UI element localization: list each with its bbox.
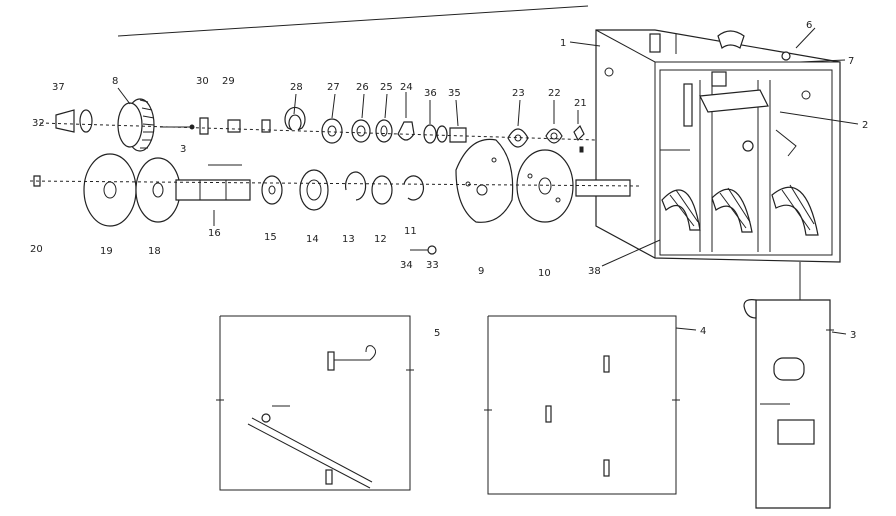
callout-37: 37: [52, 82, 65, 93]
callout-9: 9: [478, 266, 484, 277]
callout-5: 5: [434, 328, 440, 339]
callout-8: 8: [112, 76, 118, 87]
callout-28: 28: [290, 82, 303, 93]
callout-6: 6: [806, 20, 812, 31]
callout-16: 16: [208, 228, 221, 239]
callout-30: 30: [196, 76, 209, 87]
callout-12: 12: [374, 234, 387, 245]
callout-32: 32: [32, 118, 45, 129]
callout-33: 33: [426, 260, 439, 271]
callout-4: 4: [700, 326, 706, 337]
callout-24: 24: [400, 82, 413, 93]
cover-plate-4: [484, 315, 680, 495]
callout-7: 7: [848, 56, 854, 67]
callout-27: 27: [327, 82, 340, 93]
lower-shaft-row: [33, 138, 631, 255]
callout-labels: 1 6 7 2 37 8 30 29 28 27 26 25 24 36 35 …: [30, 20, 868, 341]
callout-3a: 3: [180, 144, 186, 155]
upper-shaft-row: [55, 98, 585, 153]
callout-25: 25: [380, 82, 393, 93]
callout-35: 35: [448, 88, 461, 99]
leader-lines: [117, 27, 859, 335]
callout-10: 10: [538, 268, 551, 279]
callout-38: 38: [588, 266, 601, 277]
callout-2: 2: [862, 120, 868, 131]
callout-14: 14: [306, 234, 319, 245]
callout-15: 15: [264, 232, 277, 243]
header-rule: [117, 5, 589, 37]
callout-22: 22: [548, 88, 561, 99]
callout-19: 19: [100, 246, 113, 257]
callout-1: 1: [560, 38, 566, 49]
callout-20: 20: [30, 244, 43, 255]
cover-plate-5: [216, 315, 414, 491]
bracket-3: [743, 299, 834, 509]
callout-11: 11: [404, 226, 417, 237]
callout-36: 36: [424, 88, 437, 99]
callout-34: 34: [400, 260, 413, 271]
callout-21: 21: [574, 98, 587, 109]
callout-23: 23: [512, 88, 525, 99]
callout-3: 3: [850, 330, 856, 341]
callout-26: 26: [356, 82, 369, 93]
callout-18: 18: [148, 246, 161, 257]
callout-29: 29: [222, 76, 235, 87]
gear-housing: [595, 29, 841, 263]
axis-guide-upper: [39, 122, 597, 141]
callout-13: 13: [342, 234, 355, 245]
